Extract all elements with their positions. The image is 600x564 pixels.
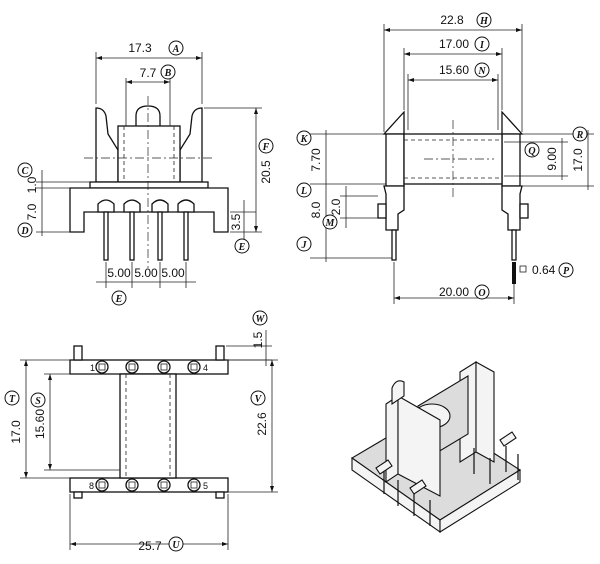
pin-number-5: 5 bbox=[203, 481, 208, 491]
pitch-label-1: 5.00 bbox=[107, 266, 131, 280]
callout-I: I bbox=[479, 40, 485, 51]
dim-T: 17.0 bbox=[9, 420, 23, 444]
front-pin-3 bbox=[157, 211, 163, 261]
front-view: 17.3 A 7.7 B 20.5 F 3.5 E 1.0 7.0 C bbox=[17, 40, 274, 306]
front-left-post bbox=[95, 107, 119, 183]
callout-E: E bbox=[115, 294, 123, 305]
dim-K: 7.70 bbox=[309, 148, 323, 172]
front-base bbox=[69, 187, 229, 233]
callout-U: U bbox=[172, 540, 180, 551]
dim-V: 22.6 bbox=[255, 412, 269, 436]
callout-J: J bbox=[301, 240, 308, 251]
top-pin-row-upper bbox=[95, 360, 201, 374]
dim-C: 1.0 bbox=[25, 176, 39, 193]
callout-B: B bbox=[164, 68, 172, 79]
callout-G: F bbox=[262, 142, 270, 153]
front-right-post bbox=[179, 107, 203, 183]
top-core bbox=[119, 373, 177, 479]
dim-F: 3.5 bbox=[229, 213, 243, 230]
front-bobbin-core bbox=[117, 125, 181, 183]
dim-N: 15.60 bbox=[439, 63, 469, 77]
callout-R: R bbox=[576, 130, 584, 141]
front-pin-4 bbox=[183, 211, 189, 261]
pitch-label-2: 5.00 bbox=[134, 266, 158, 280]
dim-A: 17.3 bbox=[128, 41, 152, 55]
dim-S: 15.60 bbox=[33, 409, 47, 439]
callout-L: L bbox=[300, 186, 307, 197]
callout-V: V bbox=[255, 394, 263, 405]
dim-U: 25.7 bbox=[138, 539, 162, 553]
callout-Q: Q bbox=[528, 146, 535, 157]
side-left-flange bbox=[385, 133, 405, 187]
callout-S: S bbox=[35, 396, 41, 407]
dim-W: 1.5 bbox=[251, 331, 265, 348]
dim-G: 20.5 bbox=[259, 160, 273, 184]
dim-O: 20.00 bbox=[439, 285, 469, 299]
side-pin-left bbox=[391, 229, 397, 261]
dim-L: 8.0 bbox=[309, 201, 323, 218]
dim-Q: 9.00 bbox=[545, 147, 559, 171]
callout-M: M bbox=[325, 218, 336, 229]
callout-K: K bbox=[300, 134, 309, 145]
pitch-label-3: 5.00 bbox=[161, 266, 185, 280]
pin-number-4: 4 bbox=[203, 363, 208, 373]
dim-D: 7.0 bbox=[25, 203, 39, 220]
pin-number-8: 8 bbox=[89, 481, 94, 491]
dim-R: 17.0 bbox=[571, 148, 585, 172]
dim-I: 17.00 bbox=[439, 37, 469, 51]
callout-O: O bbox=[478, 288, 485, 299]
dim-H: 22.8 bbox=[440, 13, 464, 27]
dim-P: 0.64 bbox=[532, 263, 556, 277]
callout-D: D bbox=[20, 226, 28, 237]
side-pin-right bbox=[511, 229, 517, 261]
callout-F: E bbox=[238, 242, 246, 253]
isometric-view bbox=[350, 361, 522, 534]
callout-P: P bbox=[563, 266, 570, 277]
top-view: 1 4 8 5 1.5 W 22.6 V 17.0 T 15.60 S bbox=[4, 310, 278, 553]
pin-number-1: 1 bbox=[90, 363, 95, 373]
callout-T: T bbox=[9, 394, 16, 405]
front-pin-1 bbox=[103, 211, 109, 261]
callout-A: A bbox=[172, 44, 180, 55]
callout-C: C bbox=[22, 166, 29, 177]
callout-N: N bbox=[477, 66, 486, 77]
dim-M: 2.0 bbox=[329, 198, 343, 215]
top-pin-row-lower bbox=[95, 478, 201, 492]
callout-H: H bbox=[479, 16, 489, 27]
dim-B: 7.7 bbox=[140, 66, 157, 80]
callout-W: W bbox=[256, 314, 266, 325]
front-base-top bbox=[89, 181, 209, 189]
front-pin-2 bbox=[129, 211, 135, 261]
side-view: 22.8 H 17.00 I 15.60 N 7.70 K 8.0 L 2.0 bbox=[296, 12, 594, 304]
